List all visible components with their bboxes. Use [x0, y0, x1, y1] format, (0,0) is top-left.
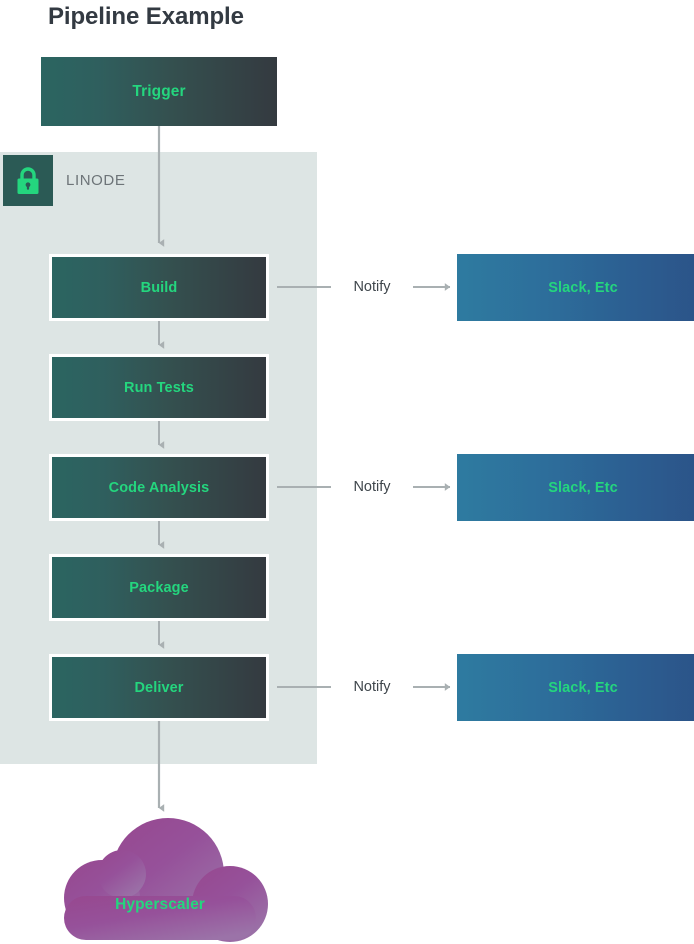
notify-target-deliver[interactable]: Slack, Etc — [457, 654, 694, 721]
stage-package[interactable]: Package — [49, 554, 269, 621]
notify-label-deliver: Notify — [353, 679, 391, 695]
stage-trigger-label: Trigger — [132, 82, 186, 100]
cloud-shape — [64, 818, 268, 942]
stage-build-label: Build — [140, 279, 178, 296]
linode-lock-badge — [3, 155, 53, 206]
hyperscaler-cloud[interactable]: Hyperscaler — [48, 818, 272, 944]
stage-package-label: Package — [129, 579, 189, 596]
stage-run-tests[interactable]: Run Tests — [49, 354, 269, 421]
notify-label-code-analysis: Notify — [353, 479, 391, 495]
stage-build[interactable]: Build — [49, 254, 269, 321]
notify-target-code-analysis[interactable]: Slack, Etc — [457, 454, 694, 521]
notify-target-build-label: Slack, Etc — [548, 279, 618, 296]
notify-label-build: Notify — [353, 279, 391, 295]
stage-run-tests-label: Run Tests — [124, 379, 194, 396]
stage-deliver[interactable]: Deliver — [49, 654, 269, 721]
stage-code-analysis[interactable]: Code Analysis — [49, 454, 269, 521]
lock-icon — [3, 155, 53, 206]
stage-trigger[interactable]: Trigger — [41, 57, 277, 126]
hyperscaler-label: Hyperscaler — [115, 896, 205, 913]
notify-target-build[interactable]: Slack, Etc — [457, 254, 694, 321]
linode-zone-label: LINODE — [66, 172, 126, 189]
notify-target-deliver-label: Slack, Etc — [548, 679, 618, 696]
stage-deliver-label: Deliver — [134, 679, 184, 696]
page-title: Pipeline Example — [48, 3, 244, 30]
stage-code-analysis-label: Code Analysis — [108, 479, 210, 496]
notify-target-code-analysis-label: Slack, Etc — [548, 479, 618, 496]
